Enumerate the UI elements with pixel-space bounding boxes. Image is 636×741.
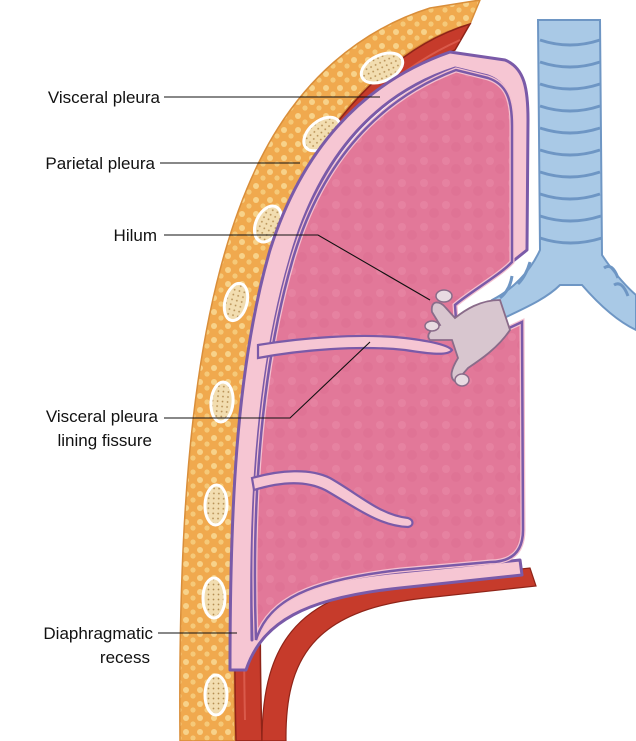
label-diaphragmatic-line2: recess: [100, 648, 150, 667]
rib-cross-section-icon: [203, 578, 225, 618]
rib-cross-section-icon: [205, 675, 227, 715]
label-parietal-pleura: Parietal pleura: [45, 154, 155, 173]
label-visceral-fissure-line2: lining fissure: [58, 431, 153, 450]
rib-cross-section-icon: [204, 485, 227, 526]
label-hilum: Hilum: [114, 226, 157, 245]
label-visceral-pleura: Visceral pleura: [48, 88, 161, 107]
label-diaphragmatic-line1: Diaphragmatic: [43, 624, 153, 643]
label-visceral-fissure-line1: Visceral pleura: [46, 407, 159, 426]
